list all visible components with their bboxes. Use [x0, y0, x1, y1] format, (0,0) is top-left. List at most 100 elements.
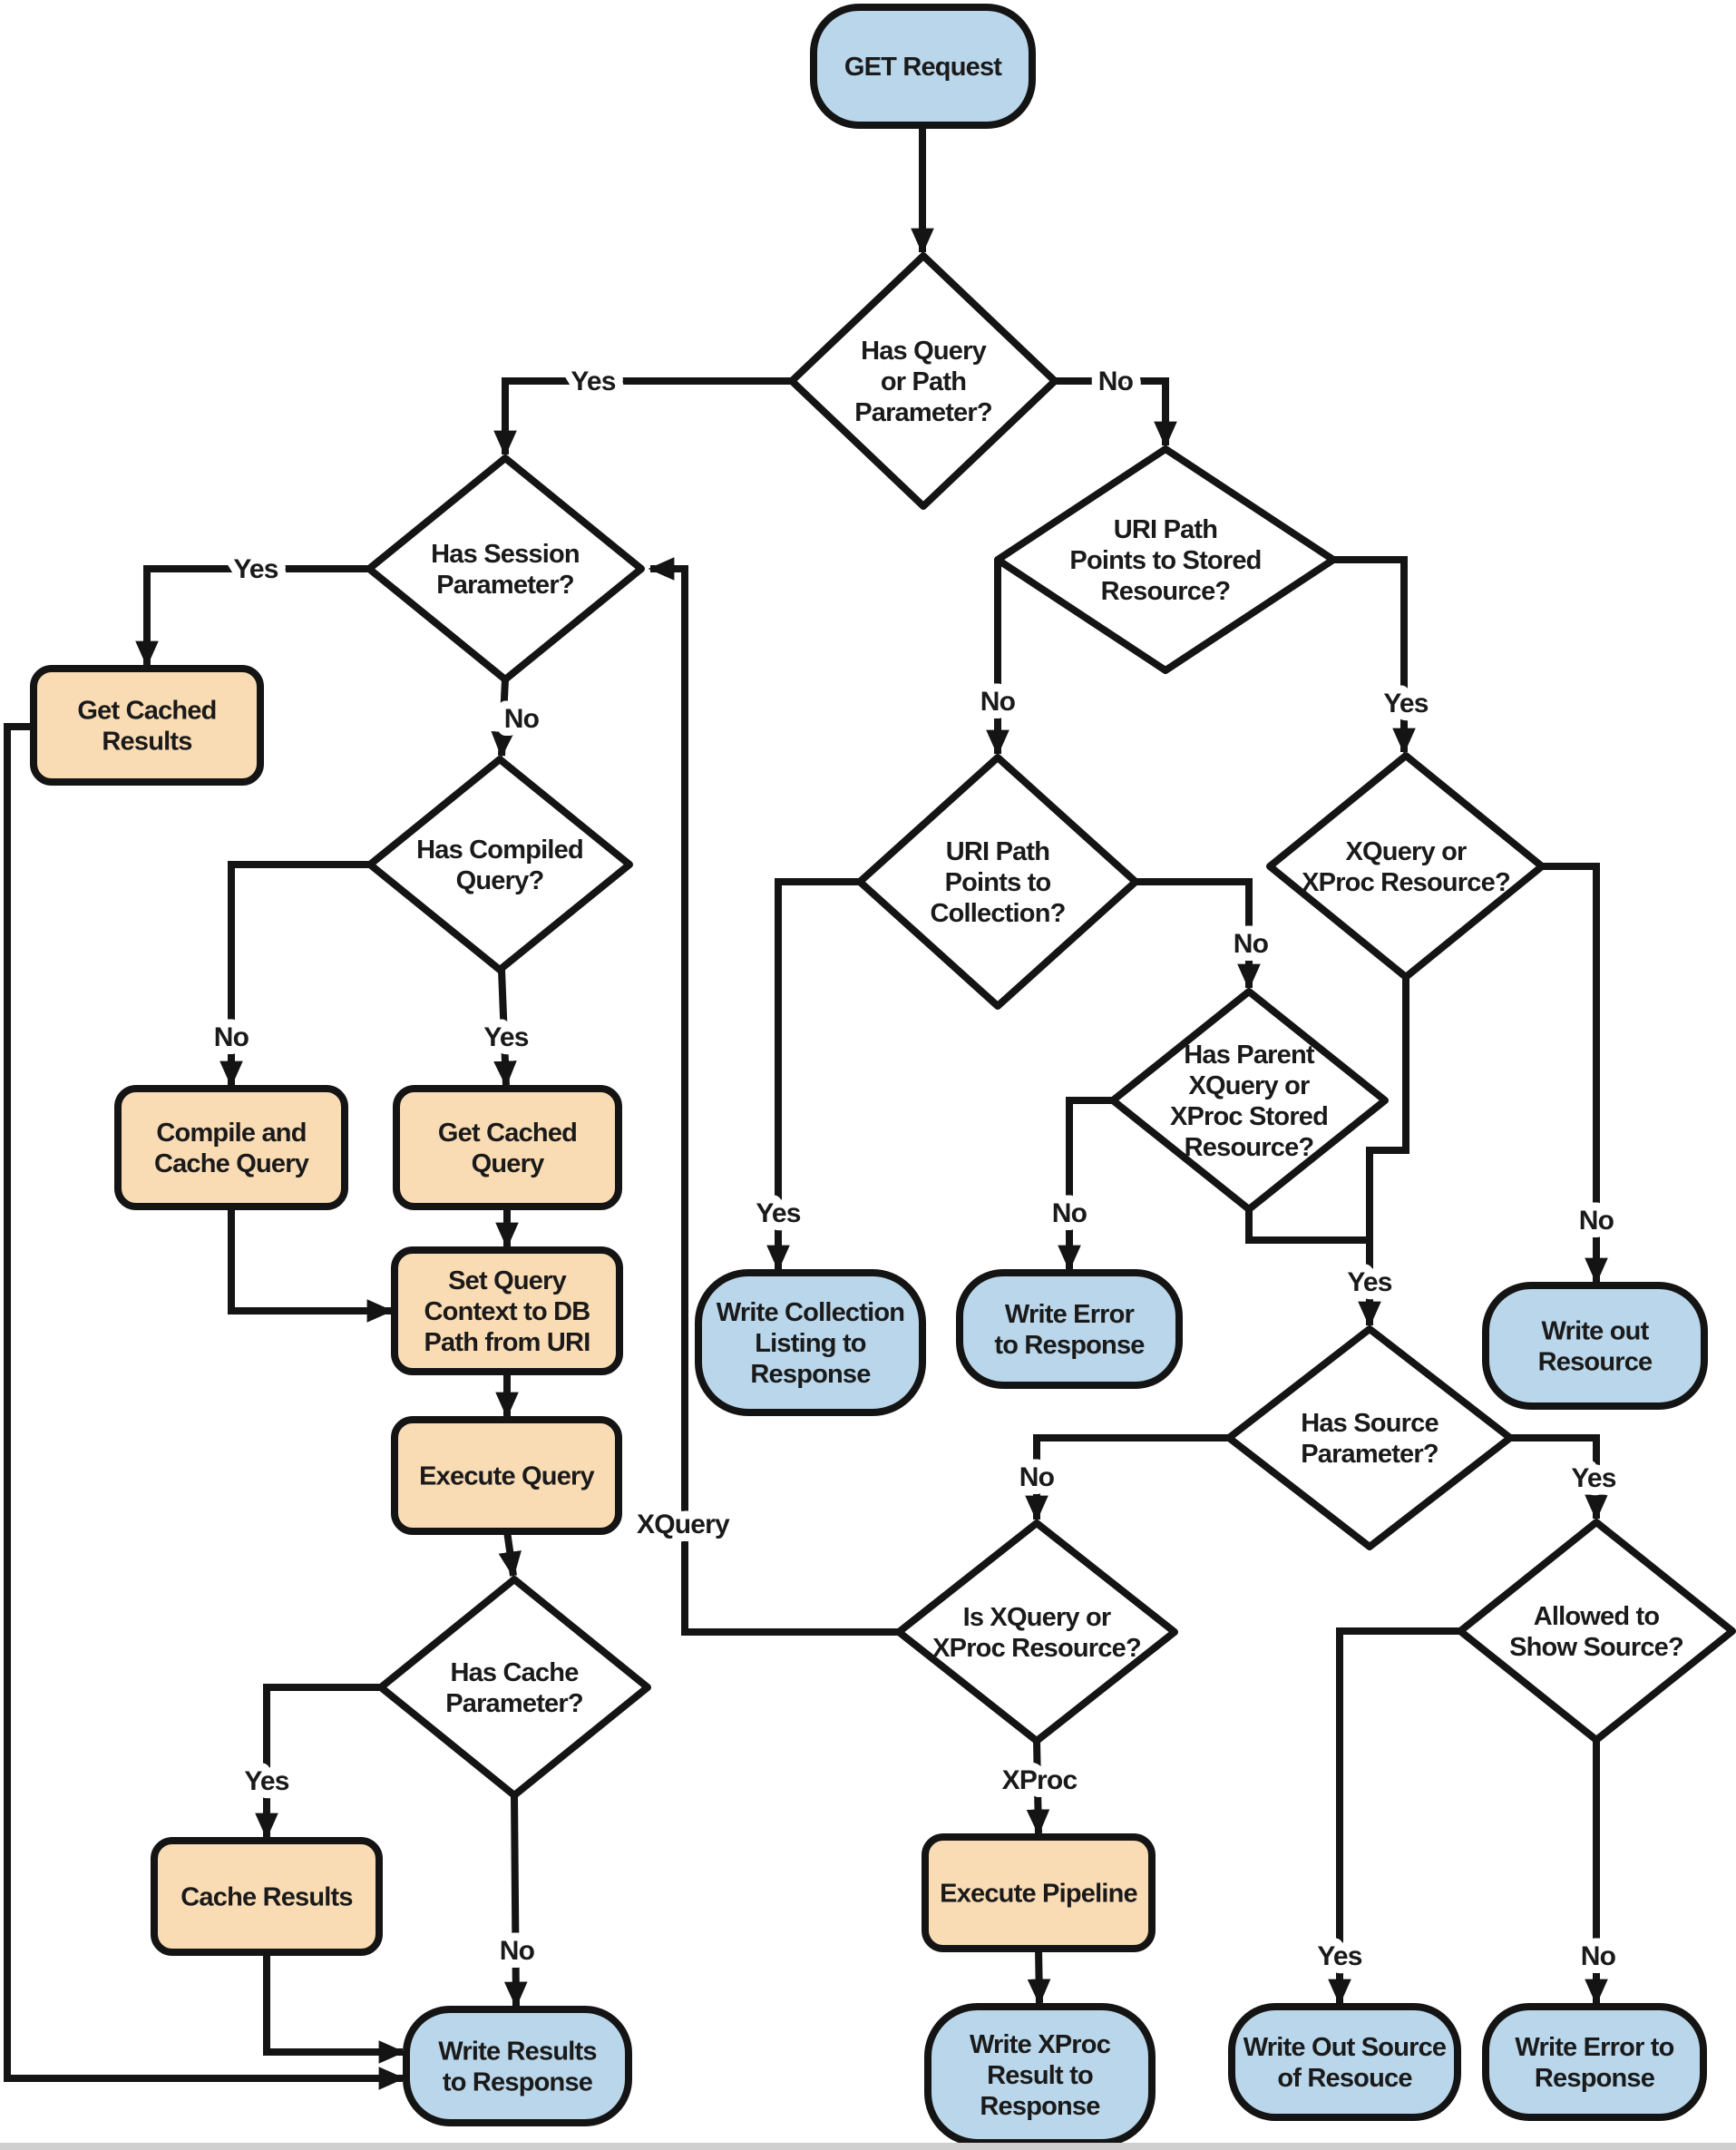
has-source-param-shape	[1225, 1325, 1514, 1550]
edge-xqueryxproc-no	[1542, 863, 1608, 1285]
has-compiled-query-shape	[366, 756, 633, 973]
edge-allowed-no-label: No	[1581, 1941, 1616, 1971]
edge-hascache-no-label: No	[500, 1936, 535, 1966]
execute-query-label: Execute Query	[419, 1462, 594, 1491]
write-out-resource-shape	[1482, 1282, 1708, 1410]
edge-hassource-no-label: No	[1019, 1462, 1055, 1492]
edge-uristored-yes	[1333, 556, 1416, 755]
execute-query-shape	[391, 1416, 622, 1535]
edge-collection-yes-label: Yes	[756, 1198, 800, 1228]
edge-hascache-yes-label: Yes	[244, 1766, 288, 1796]
uri-collection-shape	[856, 754, 1139, 1010]
edge-uristored-no-label: No	[980, 687, 1016, 717]
has-session-param-shape	[366, 454, 645, 683]
edge-uristored-yes-label: Yes	[1383, 689, 1428, 718]
edge-hasquery-yes-label: Yes	[571, 366, 615, 396]
edge-hasparent-yes-join	[1245, 1209, 1373, 1244]
compile-cache-query-shape	[114, 1085, 348, 1210]
write-results-shape	[403, 2006, 632, 2126]
edge-execute-to-hascache	[498, 1530, 522, 1578]
edge-hascompiled-yes	[493, 969, 517, 1088]
get-request-label: GET Request	[844, 53, 1002, 82]
set-query-context-shape	[391, 1246, 623, 1375]
edge-allowed-yes	[1328, 1627, 1460, 2006]
edge-isxquery-xproc	[1026, 1740, 1050, 1836]
edge-xqueryxproc-no-label: No	[1579, 1206, 1614, 1236]
edge-hascompiled-no	[219, 861, 370, 1088]
edge-isxquery-xproc-label: XProc	[1002, 1765, 1078, 1795]
write-error-bottom-shape	[1482, 2003, 1707, 2121]
edge-hassource-yes-label: Yes	[1571, 1463, 1615, 1493]
edge-hasparent-no-label: No	[1052, 1198, 1087, 1228]
write-out-source-shape	[1228, 2003, 1461, 2121]
edge-hasquery-no	[1055, 377, 1177, 448]
uri-stored-resource-shape	[994, 445, 1337, 674]
has-query-param-shape	[788, 252, 1058, 510]
edge-merged-yes-to-hassource-label: Yes	[1347, 1267, 1391, 1297]
edge-hassession-no	[491, 679, 515, 758]
is-xquery-xproc-shape	[895, 1520, 1178, 1744]
edge-isxquery-xquery-label: XQuery	[637, 1510, 730, 1539]
edge-hascompiled-yes-label: Yes	[483, 1022, 528, 1052]
node-cache-results: Cache Results	[151, 1837, 383, 1956]
execute-pipeline-shape	[922, 1833, 1156, 1952]
cache-results-shape	[151, 1837, 383, 1956]
edge-hassource-yes	[1510, 1434, 1608, 1521]
edge-hassession-no-label: No	[504, 704, 540, 734]
write-error-mid-shape	[956, 1269, 1183, 1389]
cache-results-label: Cache Results	[180, 1883, 352, 1912]
edge-collection-no	[1136, 878, 1261, 991]
edge-compile-to-setcontext	[228, 1207, 394, 1323]
get-cached-query-shape	[393, 1085, 622, 1210]
edge-hassource-no	[1025, 1434, 1229, 1522]
edge-isxquery-xquery	[648, 557, 899, 1636]
edge-hascompiled-no-label: No	[214, 1022, 249, 1052]
write-collection-listing-shape	[695, 1269, 926, 1416]
edge-collection-no-label: No	[1234, 929, 1269, 959]
xquery-xproc-resource-shape	[1266, 752, 1546, 981]
edge-hasparent-no	[1058, 1097, 1113, 1272]
has-parent-stored-shape	[1109, 988, 1389, 1213]
node-get-request: GET Request	[810, 4, 1036, 129]
edge-hascache-yes	[255, 1684, 381, 1840]
page-edge-bar	[0, 2143, 1736, 2150]
edge-allowed-yes-label: Yes	[1317, 1941, 1361, 1971]
